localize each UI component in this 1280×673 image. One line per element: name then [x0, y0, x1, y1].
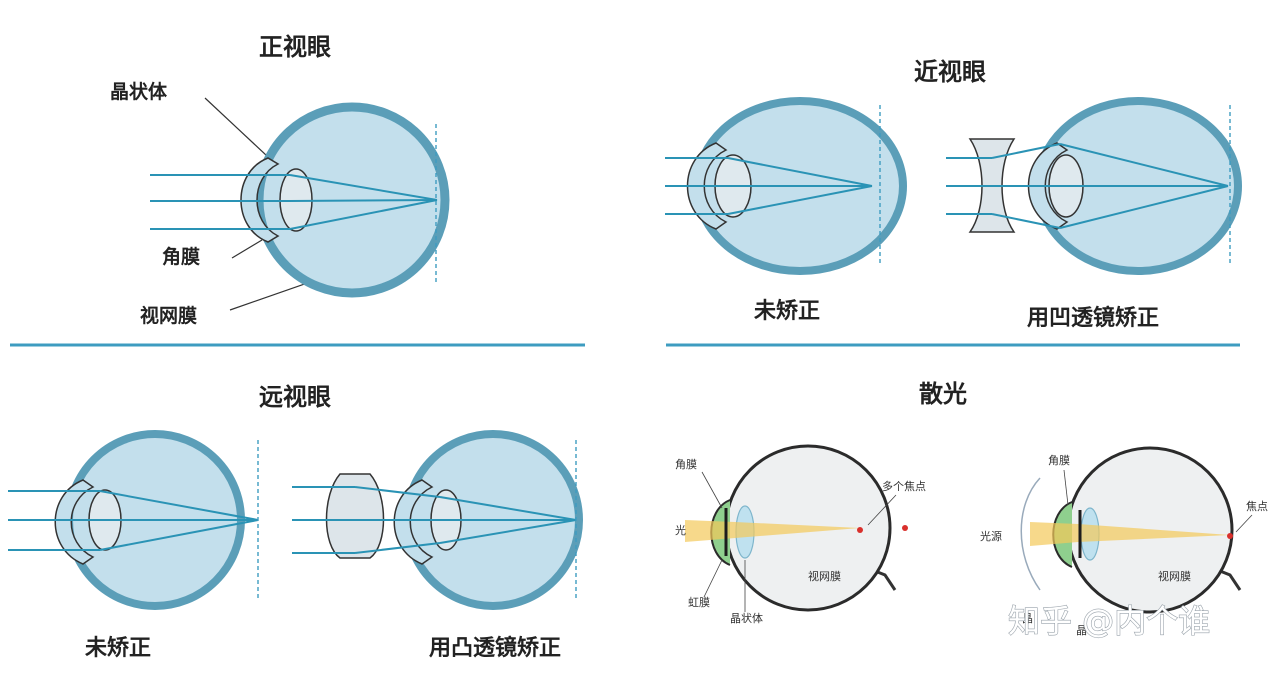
hyperopia-uncorrected-caption: 未矫正 — [85, 635, 151, 661]
astigmatism-right-eye: 角膜 光源 晶 晶 视网膜 焦点 — [980, 446, 1268, 637]
astigmatism-left-eye: 角膜 光 虹膜 晶状体 视网膜 多个焦点 — [675, 444, 926, 625]
convex-lens — [325, 473, 385, 559]
myopia-uncorrected-rays — [665, 157, 873, 215]
astig-left-foci-label: 多个焦点 — [882, 479, 926, 493]
astig-right-retina-label: 视网膜 — [1158, 569, 1191, 583]
astig-left-foci-leader — [867, 494, 897, 526]
myopia-uncorrected-caption: 未矫正 — [754, 298, 820, 324]
myopia-corrected-cornea — [1027, 142, 1069, 230]
astig-left-beam — [685, 520, 860, 542]
astig-left-lens-label: 晶状体 — [730, 611, 763, 625]
hyperopia-uncorrected-rays — [8, 490, 259, 551]
astig-right-cornea-label: 角膜 — [1048, 454, 1070, 467]
myopia-title: 近视眼 — [914, 58, 986, 86]
astig-left-focus-1 — [857, 527, 863, 533]
astigmatism-title: 散光 — [919, 380, 967, 408]
astig-left-cornea-leader — [701, 471, 723, 509]
myopia-corrected-caption: 用凹透镜矫正 — [1027, 305, 1159, 331]
normal-light-rays — [150, 174, 438, 230]
astig-right-focus-leader — [1235, 514, 1253, 533]
hyperopia-title: 远视眼 — [259, 383, 331, 411]
myopia-panel: 近视眼 未矫正 用凹透镜 — [665, 58, 1242, 331]
hyperopia-corrected-rays — [292, 486, 577, 554]
watermark: 知乎 @内个谁 — [1008, 602, 1210, 640]
astig-right-cornea-outer — [1020, 477, 1041, 591]
myopia-corrected-rays — [946, 143, 1229, 229]
hyperopia-corrected-cornea — [393, 479, 434, 565]
lens-label: 晶状体 — [110, 80, 168, 103]
astig-left-iris-label: 虹膜 — [688, 596, 710, 609]
normal-cornea — [240, 157, 280, 243]
hyperopia-panel: 远视眼 未矫正 用凸透镜 — [8, 383, 583, 661]
myopia-uncorrected-cornea — [686, 142, 728, 230]
astig-right-cornea-leader — [1063, 469, 1069, 506]
astig-left-cornea-label: 角膜 — [675, 458, 697, 471]
astig-right-focus-label: 焦点 — [1246, 500, 1268, 513]
astig-left-focus-2 — [902, 525, 908, 531]
retina-label: 视网膜 — [140, 304, 197, 327]
astig-left-light-label: 光 — [675, 523, 686, 537]
astig-right-lens-label-2: 晶 — [1076, 624, 1087, 637]
astig-right-light-label: 光源 — [980, 529, 1002, 543]
normal-eye-title: 正视眼 — [259, 33, 331, 61]
astig-right-lens-label-1: 晶 — [1022, 612, 1033, 625]
astig-right-focus — [1227, 533, 1233, 539]
cornea-leader-line — [231, 239, 263, 259]
astigmatism-panel: 散光 角膜 光 虹膜 晶状体 视网膜 多个焦点 — [675, 380, 1268, 637]
hyperopia-corrected-caption: 用凸透镜矫正 — [429, 635, 561, 661]
normal-eye-panel: 正视眼 晶状体 角膜 视网膜 — [110, 33, 450, 327]
hyperopia-uncorrected-cornea — [54, 479, 95, 565]
astig-left-retina-label: 视网膜 — [808, 569, 841, 583]
cornea-label: 角膜 — [162, 245, 200, 268]
astig-left-iris-leader — [703, 559, 723, 598]
